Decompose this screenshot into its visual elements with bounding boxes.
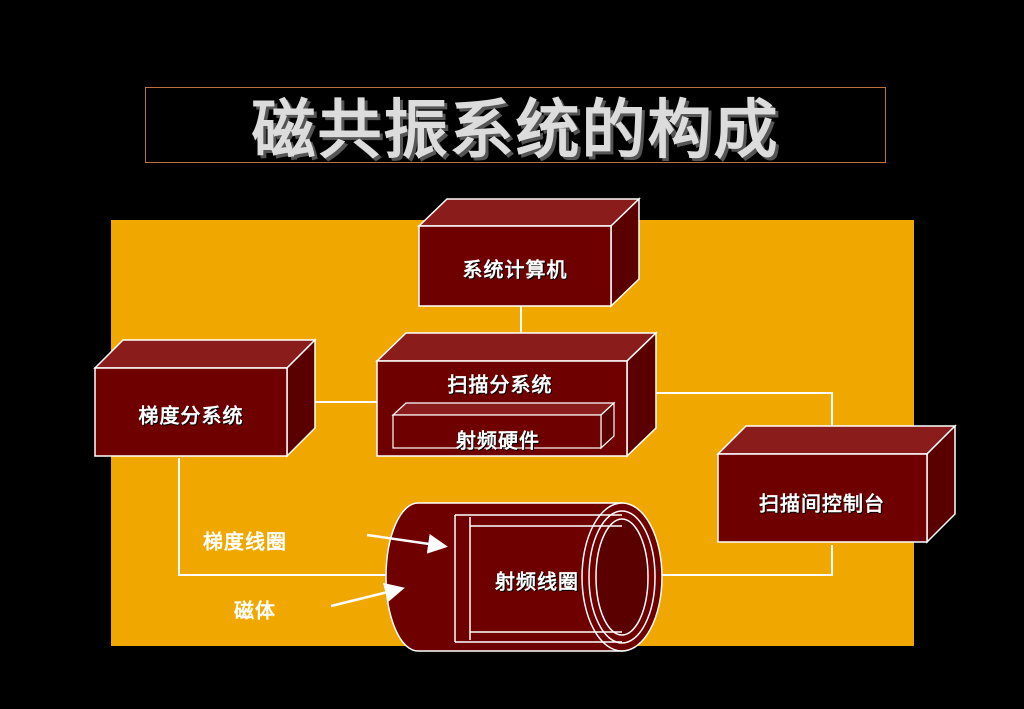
label-gradient-subsystem: 梯度分系统 <box>138 403 244 428</box>
label-rf-hardware: 射频硬件 <box>456 428 540 453</box>
box-system-computer <box>417 197 641 308</box>
cylinder-end-inner <box>595 518 649 636</box>
box-gradient-subsystem <box>93 338 317 458</box>
connector-gradient-coil <box>178 458 445 576</box>
connector-coil-console <box>650 545 833 576</box>
arrow-magnet <box>330 582 405 608</box>
connector-scan-console <box>650 392 833 440</box>
label-console: 扫描间控制台 <box>759 491 885 516</box>
label-rf-coil: 射频线圈 <box>495 569 579 594</box>
label-scan-subsystem: 扫描分系统 <box>447 372 553 397</box>
cylinder-magnet <box>385 502 663 652</box>
title-box: 磁共振系统的构成 <box>145 87 886 168</box>
box-console <box>716 424 957 544</box>
label-system-computer: 系统计算机 <box>462 257 568 282</box>
page-title: 磁共振系统的构成 <box>251 94 780 168</box>
label-magnet: 磁体 <box>234 598 276 623</box>
box-rf-hardware <box>391 401 616 450</box>
arrow-gradient-coil <box>366 533 448 554</box>
label-gradient-coil: 梯度线圈 <box>203 529 287 554</box>
